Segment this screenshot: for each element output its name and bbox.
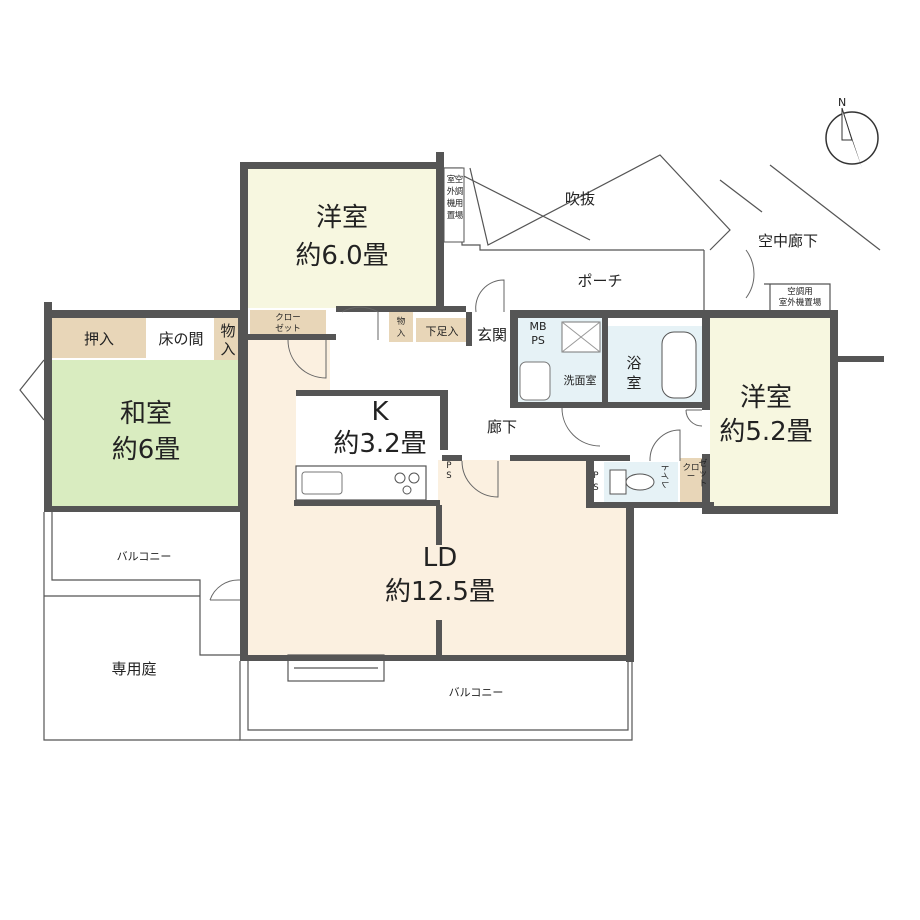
oshiire-fill — [52, 318, 146, 358]
ac-space-1-char-6: 置 — [447, 211, 456, 221]
balcony-2-label: バルコニー — [449, 686, 504, 699]
ld-fill — [248, 340, 628, 655]
mono1-label-2: 入 — [220, 340, 235, 358]
ac-space-2-line-1: 空調用 — [787, 286, 813, 297]
mono2-fill — [389, 312, 413, 342]
western-room-1-size: 約6.0畳 — [295, 241, 388, 271]
western-room-2-size: 約5.2畳 — [719, 417, 812, 447]
bath-label-2: 室 — [626, 374, 641, 392]
ac-space-1-char-3: 空 — [455, 174, 464, 185]
mono2-label-2: 入 — [397, 329, 406, 339]
ac-space-1-char-4: 機 — [447, 198, 456, 209]
western-room-2-fill — [710, 318, 830, 506]
western-room-2-name: 洋室 — [740, 383, 792, 413]
closet1-fill — [250, 310, 326, 336]
windows — [19, 359, 590, 682]
garden-label: 専用庭 — [111, 660, 156, 678]
western-room-1-fill — [248, 168, 438, 308]
tokonoma-label: 床の間 — [158, 330, 203, 348]
doors — [209, 249, 755, 601]
closet1-label-2: ゼット — [275, 323, 301, 334]
toilet-label: トイレ — [659, 463, 669, 489]
hallway-label: 廊下 — [487, 418, 517, 436]
balcony-1-label: バルコニー — [117, 550, 172, 563]
ac-space-1-char-1: 室 — [447, 174, 456, 185]
fukinuke-label: 吹抜 — [565, 190, 595, 208]
bathtub-icon — [661, 331, 697, 399]
stove-icon — [394, 472, 420, 495]
ld-name: LD — [423, 543, 458, 573]
kitchen-name: K — [371, 397, 389, 427]
north-arrow-icon: N — [825, 96, 879, 168]
ac-space-1-char-2: 外 — [447, 186, 456, 197]
sink-icon — [519, 321, 601, 401]
kitchen-counter — [295, 465, 427, 501]
closet2-label-1: クロ — [682, 463, 699, 473]
porch-label: ポーチ — [577, 272, 622, 290]
bath-label-1: 浴 — [626, 354, 641, 372]
japanese-room-size: 約6畳 — [112, 435, 181, 465]
shoebox-label: 下足入 — [426, 325, 459, 338]
japanese-room-fill — [52, 360, 242, 506]
exterior-lines — [43, 154, 881, 741]
mbps-label-1: MB — [529, 320, 546, 333]
ld-size: 約12.5畳 — [385, 577, 495, 607]
washroom-label: 洗面室 — [564, 373, 597, 387]
closet2-label-3: ゼ — [699, 458, 708, 469]
kitchen-size: 約3.2畳 — [333, 429, 426, 459]
mono1-fill — [214, 318, 242, 360]
corridor-label: 空中廊下 — [758, 232, 818, 250]
western-room-1-name: 洋室 — [316, 203, 368, 233]
ac-space-1-char-8: 場 — [455, 210, 464, 221]
ps1-label-1: P — [446, 461, 451, 471]
closet2-label-4: ッ — [699, 469, 708, 479]
genkan-label: 玄関 — [477, 326, 507, 344]
ps1-label-2: S — [446, 471, 451, 481]
mono2-label-1: 物 — [397, 316, 406, 327]
closet2-label-2: ー — [687, 472, 696, 482]
toilet-icon — [609, 469, 655, 495]
ps2-label-2: S — [593, 483, 598, 493]
walls — [44, 152, 884, 662]
ac-space-1-char-7: 用 — [455, 199, 464, 209]
ac-space-2-line-2: 室外機置場 — [779, 297, 822, 308]
closet2-label-5: ト — [699, 479, 708, 489]
mono1-label-1: 物 — [220, 322, 235, 340]
closet1-label-1: クロー — [275, 313, 301, 323]
ac-space-1-char-5: 調 — [455, 186, 464, 197]
compass-label: N — [838, 96, 846, 109]
shoebox-fill — [416, 318, 468, 342]
ps2-label-1: P — [593, 471, 598, 481]
japanese-room-name: 和室 — [120, 399, 172, 429]
ac-unit-box — [443, 167, 465, 243]
oshiire-label: 押入 — [84, 330, 114, 348]
mbps-label-2: PS — [531, 334, 545, 347]
